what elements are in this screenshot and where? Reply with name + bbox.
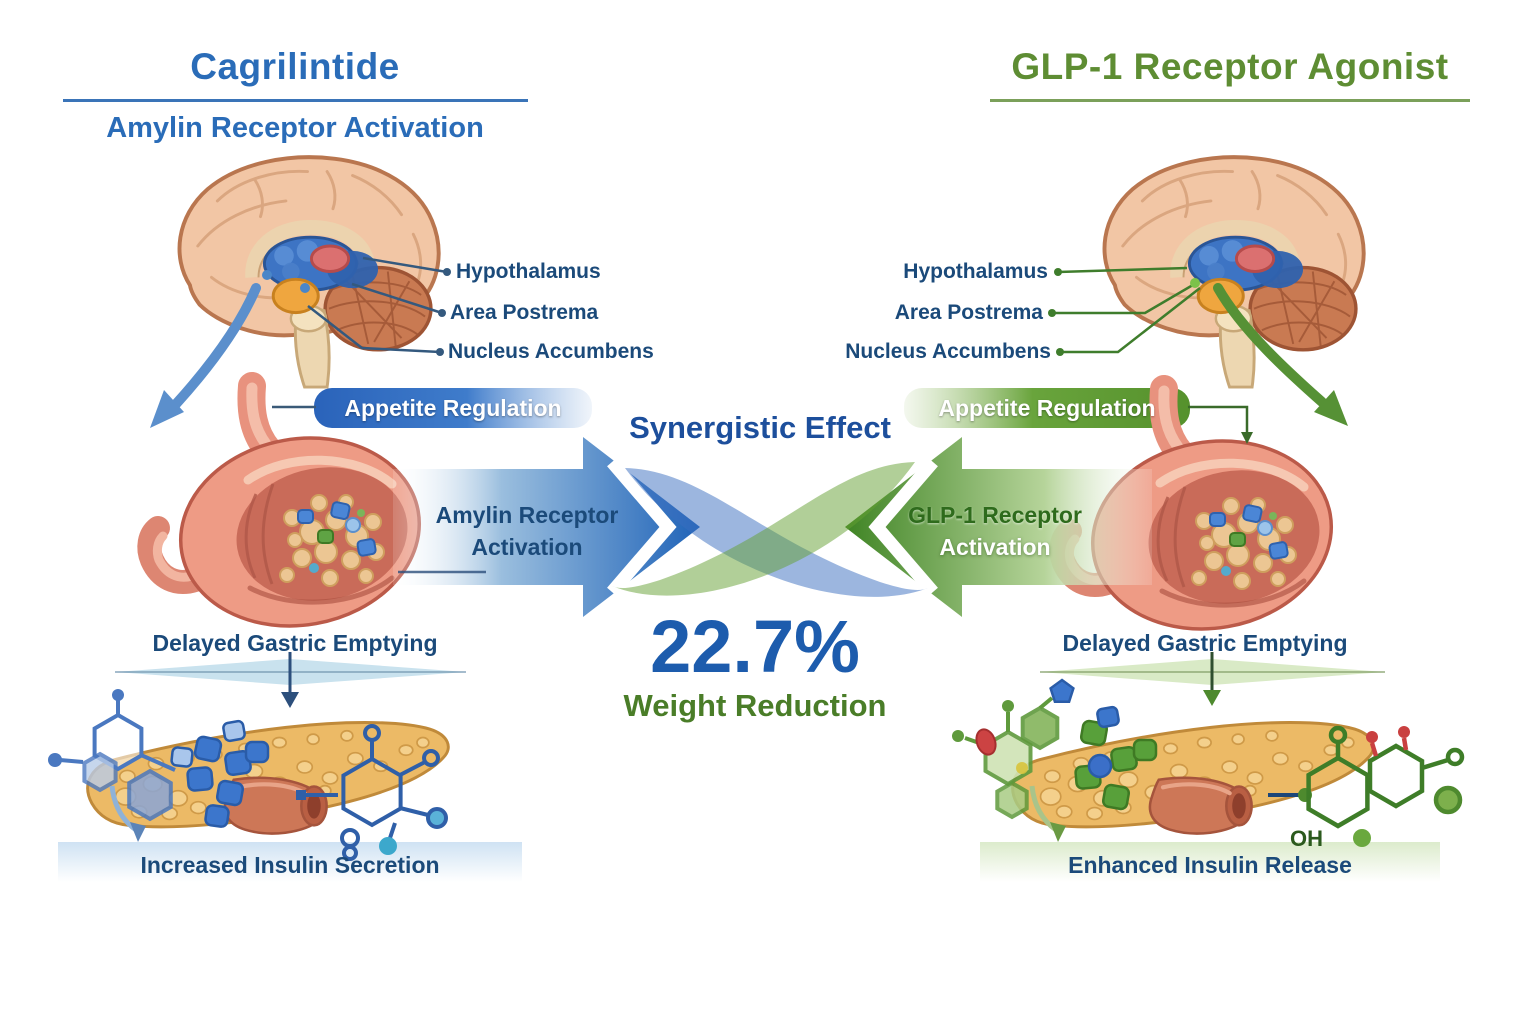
amylin-arrow-label: Amylin Receptor Activation xyxy=(407,500,647,563)
glp1-molecule-cluster xyxy=(952,678,1158,842)
brain-leader-dots-left xyxy=(262,268,451,356)
amylin-molecule-cluster xyxy=(48,689,270,842)
weight-reduction-label: Weight Reduction xyxy=(623,688,887,723)
left-title: Cagrilintide xyxy=(190,46,400,87)
amylin-arrow xyxy=(393,437,700,617)
glp1-arrow-line1: GLP-1 Receptor xyxy=(908,502,1082,528)
delayed-gastric-emptying-right: Delayed Gastric Emptying xyxy=(1062,630,1348,656)
left-subtitle: Amylin Receptor Activation xyxy=(106,112,484,144)
arrow-chevron-right xyxy=(868,457,938,597)
appetite-regulation-banner-right: Appetite Regulation xyxy=(938,395,1156,421)
left-title-rule xyxy=(63,99,528,102)
weight-reduction-percentage: 22.7% xyxy=(650,605,860,688)
right-title-rule xyxy=(990,99,1470,102)
amylin-arrow-line1: Amylin Receptor xyxy=(435,502,619,528)
synergy-swoosh xyxy=(612,462,928,597)
hydroxyl-group-label: OH xyxy=(1290,826,1323,851)
brain-leader-dots-right xyxy=(1048,268,1200,356)
brain-leader-lines-right xyxy=(1052,266,1201,354)
left-label-area-postrema: Area Postrema xyxy=(450,301,599,324)
insulin-band-left xyxy=(58,842,522,882)
left-label-nucleus-accumbens: Nucleus Accumbens xyxy=(448,340,654,363)
synergistic-effect-title: Synergistic Effect xyxy=(629,410,891,445)
brain-to-stomach-arrow-left xyxy=(150,283,261,428)
banner-connector-right xyxy=(1188,405,1253,444)
right-label-area-postrema: Area Postrema xyxy=(894,301,1043,324)
increased-insulin-secretion-label: Increased Insulin Secretion xyxy=(140,852,440,878)
right-title: GLP-1 Receptor Agonist xyxy=(1011,46,1449,87)
right-label-nucleus-accumbens: Nucleus Accumbens xyxy=(845,340,1051,363)
appetite-banner-left-shape xyxy=(314,388,592,428)
brain-leader-lines-left xyxy=(307,256,448,354)
brain-to-stomach-arrow-right xyxy=(1213,283,1348,426)
enhanced-insulin-release-label: Enhanced Insulin Release xyxy=(1068,852,1352,878)
right-label-hypothalamus: Hypothalamus xyxy=(903,260,1048,283)
insulin-band-right xyxy=(980,842,1440,882)
glp1-arrow-line2: Activation xyxy=(939,533,1051,560)
brain-illustration-right xyxy=(1105,157,1364,387)
appetite-regulation-banner-left: Appetite Regulation xyxy=(344,395,562,421)
glp1-arrow xyxy=(845,437,1152,617)
glp1-arrow-label: GLP-1 Receptor Activation xyxy=(875,500,1115,563)
gastric-lens-left xyxy=(115,652,466,708)
appetite-banner-right-shape xyxy=(904,388,1190,428)
left-label-hypothalamus: Hypothalamus xyxy=(456,260,601,283)
arrow-chevron-left xyxy=(607,457,677,597)
glp1-chemical-structure: OH xyxy=(1268,725,1465,851)
gastric-lens-right xyxy=(1040,652,1385,706)
amylin-arrow-line2: Activation xyxy=(471,533,583,560)
delayed-gastric-emptying-left: Delayed Gastric Emptying xyxy=(152,630,438,656)
amylin-chemical-structure xyxy=(296,724,448,861)
